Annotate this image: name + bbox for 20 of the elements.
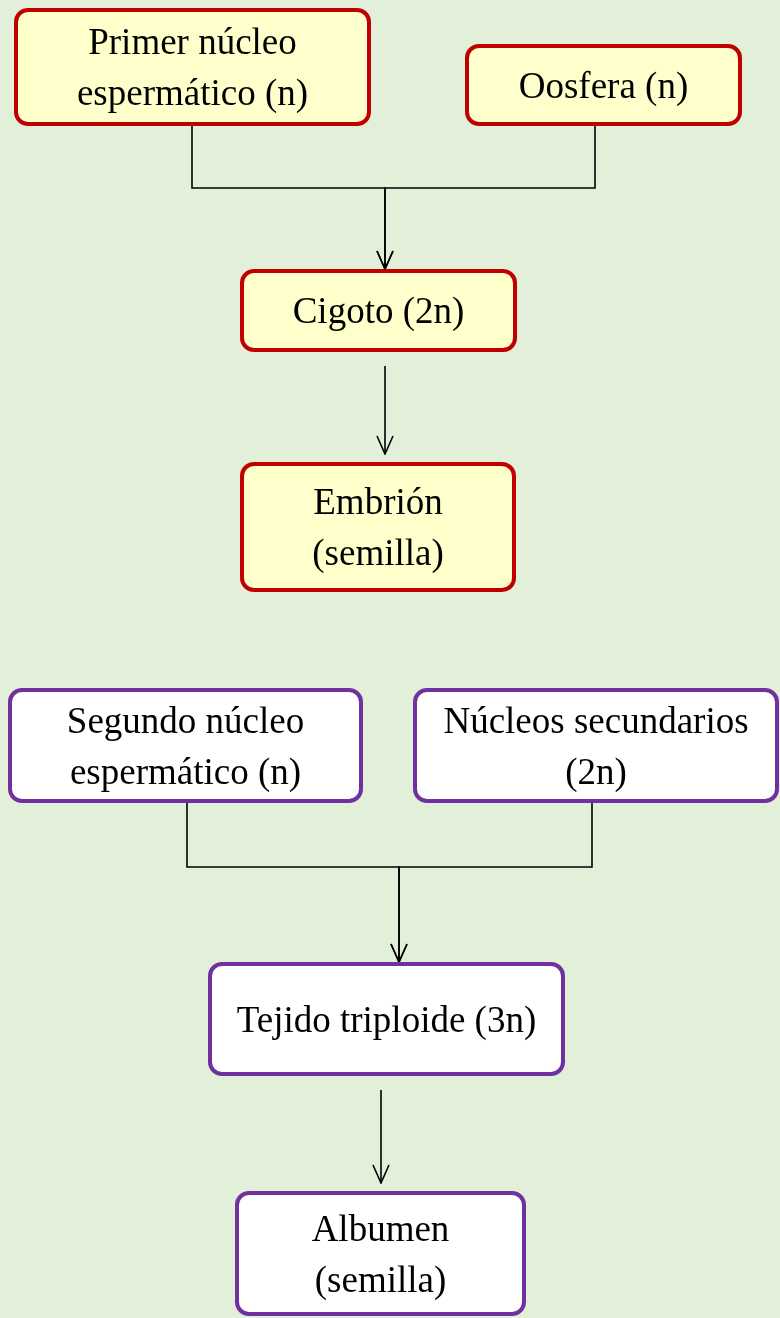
box-label: Tejido triploide (3n) [236, 997, 537, 1042]
box-label: Núcleos secundarios (2n) [442, 698, 750, 794]
box-label: Cigoto (2n) [292, 289, 465, 333]
box-label: Primer núcleo espermático (n) [75, 20, 310, 115]
process-box [240, 462, 516, 592]
arrow [390, 802, 593, 963]
box-label: Embrión (semilla) [311, 480, 445, 575]
arrow [372, 1089, 390, 1184]
box-label: Oosfera (n) [518, 63, 689, 108]
process-box [413, 688, 779, 803]
arrow [376, 365, 394, 455]
box-label: Segundo núcleo espermático (n) [65, 698, 306, 794]
process-box [8, 688, 363, 803]
process-box [208, 962, 565, 1076]
process-box [14, 8, 371, 126]
process-box [235, 1191, 526, 1316]
process-box [465, 44, 742, 126]
box-label: Albumen (semilla) [310, 1206, 451, 1302]
process-box [240, 269, 517, 352]
arrow [376, 125, 596, 270]
